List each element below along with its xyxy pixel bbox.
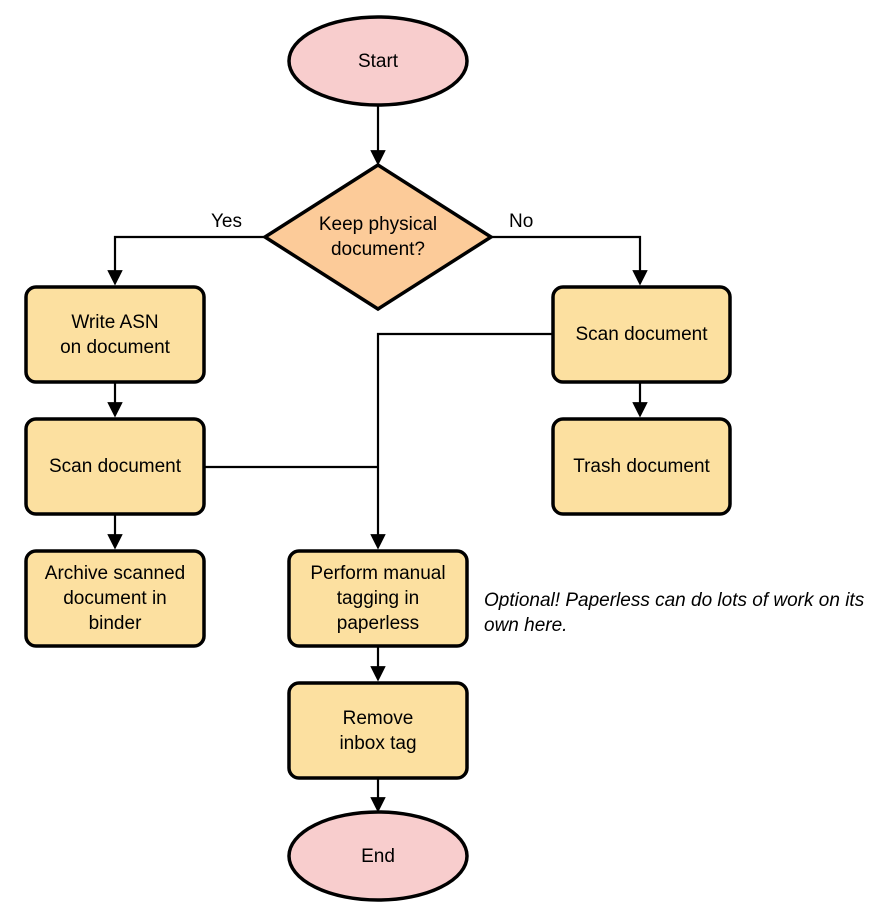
optional-note: Optional! Paperless can do lots of work … <box>484 590 865 636</box>
node-keep-physical-document[interactable] <box>261 162 495 312</box>
edge-decision-to-write-asn <box>107 235 265 286</box>
edge-label-no: No <box>509 211 534 232</box>
node-perform-manual-tagging-in-paperless[interactable] <box>287 549 469 648</box>
node-archive-scanned-document-in-binder[interactable] <box>24 549 206 648</box>
node-trash-document[interactable] <box>551 417 732 516</box>
node-start[interactable] <box>287 15 469 107</box>
edge-scan-right-to-tagging <box>370 332 553 550</box>
node-end[interactable] <box>287 810 469 902</box>
node-scan-document-right[interactable] <box>551 285 732 384</box>
edge-label-yes: Yes <box>211 211 242 232</box>
node-remove-inbox-tag[interactable] <box>287 681 469 780</box>
node-write-asn-on-document[interactable] <box>24 285 206 384</box>
node-scan-document-left[interactable] <box>24 417 206 516</box>
edge-decision-to-scan-right <box>491 235 648 286</box>
